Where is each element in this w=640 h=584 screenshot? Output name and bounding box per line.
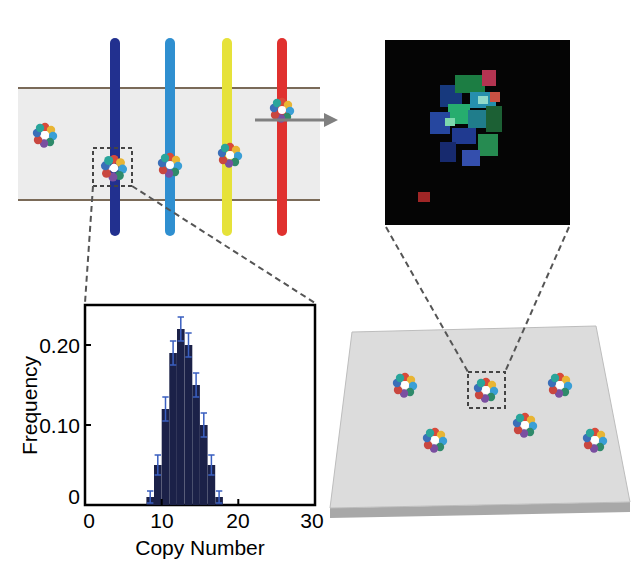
tick-label: 30 — [300, 510, 323, 531]
tick-label: 0.20 — [39, 335, 80, 356]
tick-label: 10 — [150, 510, 173, 531]
tick-label: 0 — [68, 486, 80, 507]
tick-label: 20 — [226, 510, 249, 531]
tick-label: 0 — [83, 510, 95, 531]
axis-title: Copy Number — [135, 537, 265, 558]
axis-title: Frequency — [20, 355, 41, 454]
tick-label: 0.10 — [39, 415, 80, 436]
